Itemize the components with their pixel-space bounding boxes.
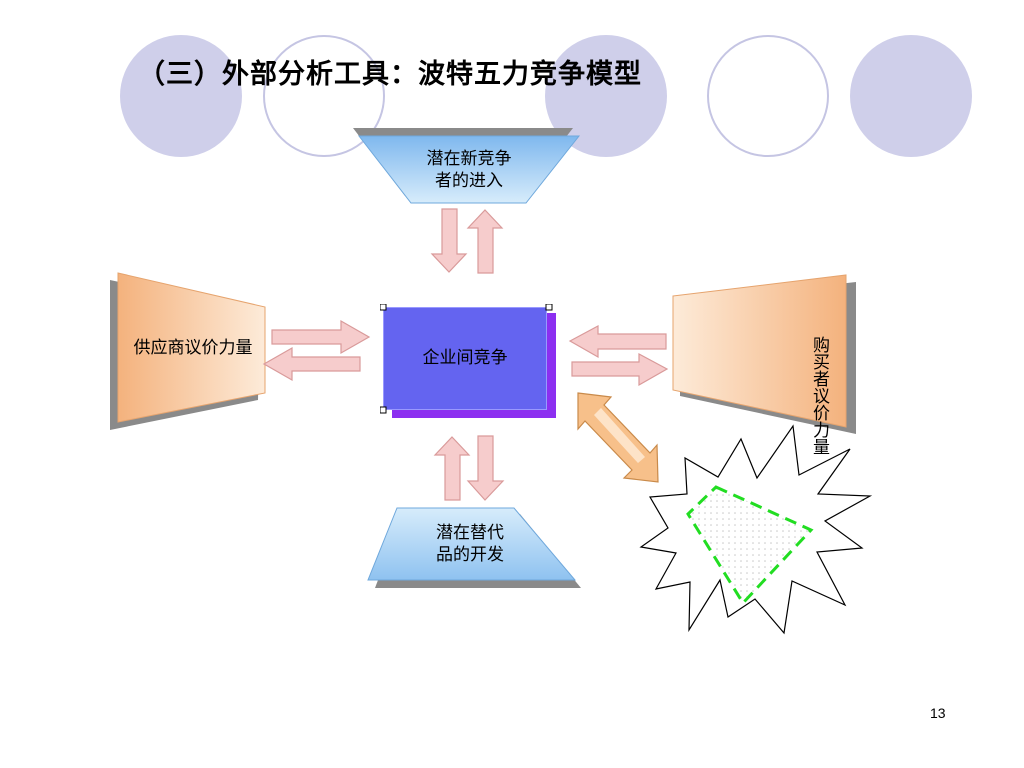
decorative-circle-1 — [120, 35, 242, 157]
top-down-arrow — [430, 208, 468, 273]
left-right-arrow — [271, 319, 371, 355]
buyers-label: 购买者议价力量 — [809, 336, 829, 455]
suppliers-label: 供应商议价力量 — [133, 338, 253, 358]
left-left-arrow — [262, 346, 361, 382]
right-right-arrow — [571, 352, 669, 387]
page-number: 13 — [930, 705, 946, 721]
diagonal-double-arrow — [577, 392, 659, 483]
new-entrants-shape — [353, 128, 581, 204]
page-title: （三）外部分析工具：波特五力竞争模型 — [138, 59, 642, 90]
starburst-shape — [639, 424, 873, 635]
top-up-arrow — [466, 209, 504, 274]
decorative-circle-4 — [707, 35, 829, 157]
suppliers-shape — [110, 272, 266, 430]
bottom-down-arrow — [466, 435, 505, 501]
right-left-arrow — [568, 324, 667, 359]
substitutes-shape — [367, 507, 581, 588]
rivalry-box-handles — [380, 304, 553, 414]
substitutes-label: 潜在替代 品的开发 — [436, 523, 504, 565]
rivalry-box — [383, 307, 547, 410]
new-entrants-label: 潜在新竞争 者的进入 — [426, 149, 512, 191]
rivalry-label: 企业间竞争 — [422, 348, 508, 368]
decorative-circle-5 — [850, 35, 972, 157]
bottom-up-arrow — [433, 436, 471, 501]
buyers-shape — [672, 274, 856, 434]
